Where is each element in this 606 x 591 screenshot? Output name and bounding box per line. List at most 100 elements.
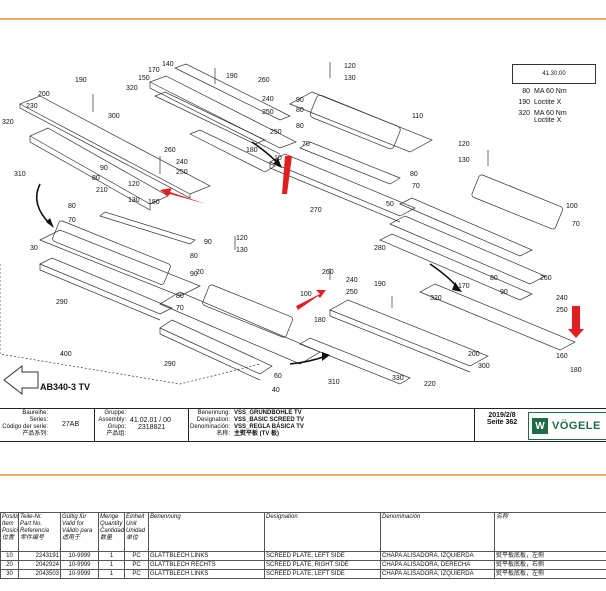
callout: 80	[296, 107, 304, 114]
callout: 300	[478, 363, 490, 370]
callout: 80	[410, 171, 418, 178]
series-value: 27AB	[62, 421, 80, 428]
mid-divider	[0, 474, 606, 476]
callout: 320	[126, 85, 138, 92]
col-chinese-name: 名称	[494, 512, 606, 552]
date-page: 2019/2/8 Seite 362	[486, 412, 518, 426]
col-designation: Designation	[264, 512, 381, 552]
callout: 260	[164, 147, 176, 154]
callout: 250	[262, 109, 274, 116]
callout: 320	[430, 295, 442, 302]
callout: 100	[566, 203, 578, 210]
callout: 170	[458, 283, 470, 290]
callout: 130	[236, 247, 248, 254]
callout: 330	[392, 375, 404, 382]
callout: 110	[412, 113, 423, 120]
callout: 90	[204, 239, 212, 246]
callout: 90	[500, 289, 508, 296]
callout: 20	[196, 269, 204, 276]
col-benennung: Benennung	[148, 512, 265, 552]
callout: 250	[346, 289, 358, 296]
callout: 70	[302, 141, 310, 148]
vogele-logo: W VÖGELE	[528, 412, 606, 440]
parts-table: PositionItemPosición位置 Teile-Nr.Part No.…	[0, 512, 606, 579]
logo-text: VÖGELE	[552, 420, 601, 432]
callout: 70	[176, 305, 184, 312]
callout: 180	[148, 199, 160, 206]
callout: 280	[374, 245, 386, 252]
callout: 190	[374, 281, 386, 288]
callout: 170	[148, 67, 160, 74]
callout: 120	[458, 141, 470, 148]
col-denominacion: Denominación	[380, 512, 495, 552]
callout: 300	[108, 113, 120, 120]
callout: 140	[162, 61, 174, 68]
callout: 90	[296, 97, 304, 104]
callout: 130	[128, 197, 140, 204]
callout: 240	[262, 96, 274, 103]
callout: 70	[572, 221, 580, 228]
callout: 210	[96, 187, 108, 194]
designation-values: VSS_GRUNDBOHLE TV VSS_BASIC SCREED TV VS…	[234, 410, 305, 437]
callout: 190	[226, 73, 238, 80]
callout: 250	[556, 307, 568, 314]
legend-header: 41.30.00	[512, 64, 596, 84]
callout: 90	[100, 165, 108, 172]
callout: 10	[274, 155, 282, 162]
callout: 180	[314, 317, 326, 324]
series-labels: Baureihe: Series: Código der serie: 产品系列…	[2, 410, 48, 437]
callout: 80	[176, 293, 184, 300]
section-ref-label: AB340-3 TV	[40, 382, 90, 392]
exploded-drawing: 190 200 230 320 150 170 140 190 320 300 …	[0, 44, 606, 406]
callout: 230	[26, 103, 38, 110]
callout: 200	[468, 351, 480, 358]
callout: 100	[300, 291, 312, 298]
designation-labels: Benennung: Designation: Denominación: 名称…	[190, 410, 231, 437]
callout: 70	[412, 183, 420, 190]
title-block: Baureihe: Series: Código der serie: 产品系列…	[0, 408, 606, 442]
logo-icon: W	[532, 418, 548, 434]
callout: 130	[458, 157, 470, 164]
callout: 190	[75, 77, 87, 84]
top-divider	[0, 18, 606, 20]
callout: 260	[258, 77, 270, 84]
callout: 70	[68, 217, 76, 224]
callout: 40	[272, 387, 280, 394]
table-header-row: PositionItemPosición位置 Teile-Nr.Part No.…	[0, 512, 606, 552]
callout: 290	[56, 299, 68, 306]
callout: 250	[270, 129, 282, 136]
callout: 150	[138, 75, 150, 82]
callout: 240	[346, 277, 358, 284]
group-labels: Gruppe: Assembly: Grupo: 产品组:	[98, 410, 126, 437]
callout: 240	[556, 295, 568, 302]
callout: 180	[246, 147, 258, 154]
callout-labels: 190 200 230 320 150 170 140 190 320 300 …	[2, 61, 582, 394]
callout: 310	[328, 379, 340, 386]
callout: 80	[490, 275, 498, 282]
callout: 290	[164, 361, 176, 368]
callout: 180	[570, 367, 582, 374]
callout: 270	[310, 207, 322, 214]
callout: 240	[176, 159, 188, 166]
callout: 200	[38, 91, 50, 98]
callout: 250	[176, 169, 188, 176]
callout: 80	[190, 253, 198, 260]
callout: 80	[68, 203, 76, 210]
callout: 260	[540, 275, 552, 282]
col-position: PositionItemPosición位置	[0, 512, 19, 552]
callout: 260	[322, 269, 334, 276]
callout: 400	[60, 351, 72, 358]
callout: 220	[424, 381, 436, 388]
legend-ref: 41.30.00	[542, 71, 566, 77]
